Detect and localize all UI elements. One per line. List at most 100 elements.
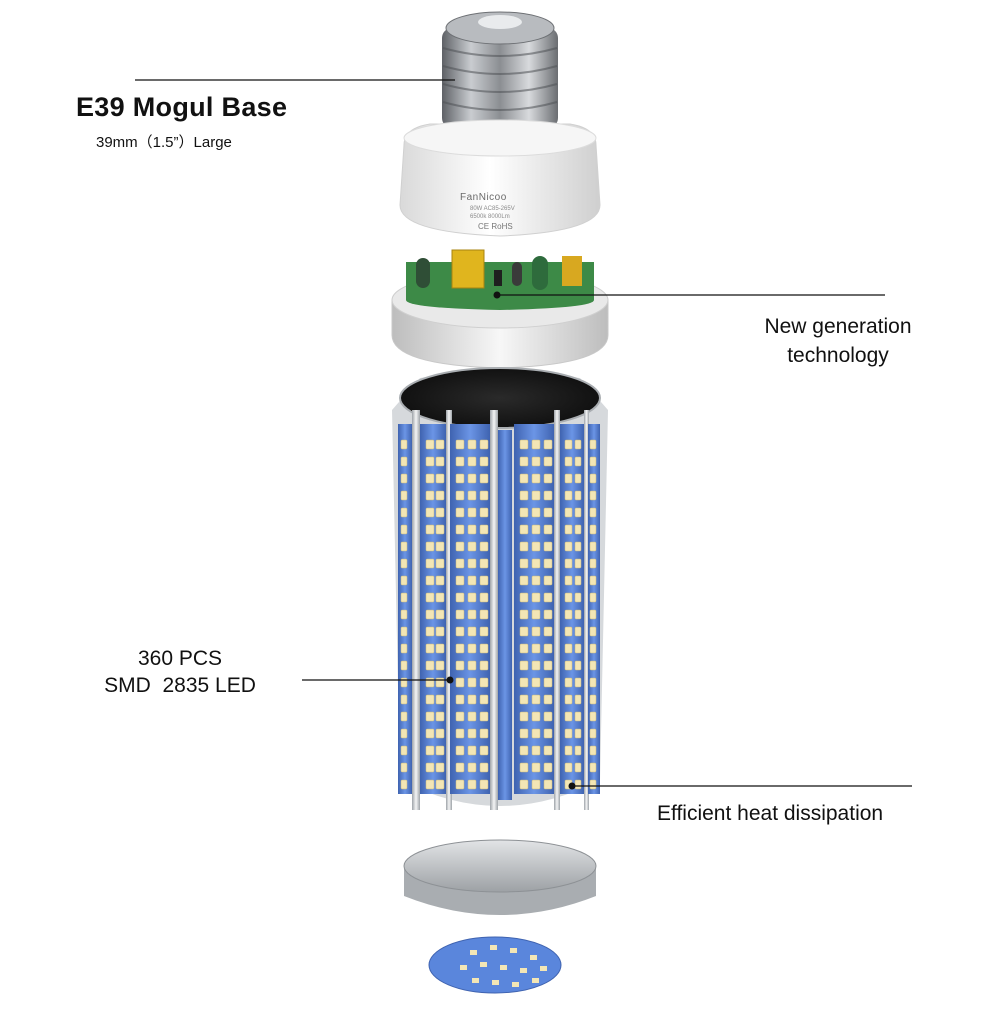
- led-callout-line-2: SMD 2835 LED: [104, 674, 256, 697]
- led-chip: [467, 507, 477, 518]
- round-led-chip: [480, 962, 487, 967]
- screw-base: [442, 11, 558, 128]
- led-chip: [435, 507, 445, 518]
- led-chip: [479, 643, 489, 654]
- led-chip: [425, 490, 435, 501]
- led-chip: [467, 439, 477, 450]
- base-housing: [399, 119, 601, 237]
- led-chip: [425, 473, 435, 484]
- led-chip: [589, 575, 597, 586]
- led-chip: [543, 728, 553, 739]
- led-chip: [574, 592, 582, 603]
- led-chip: [543, 745, 553, 756]
- led-chip: [400, 643, 408, 654]
- led-chip: [543, 592, 553, 603]
- heatsink-fin: [490, 410, 498, 810]
- led-chip: [479, 439, 489, 450]
- led-chip: [455, 609, 465, 620]
- led-chip: [435, 694, 445, 705]
- led-chip: [519, 711, 529, 722]
- led-chip: [543, 490, 553, 501]
- led-chip: [589, 745, 597, 756]
- led-chip: [531, 575, 541, 586]
- led-chip: [400, 507, 408, 518]
- led-chip: [425, 558, 435, 569]
- led-chip: [467, 524, 477, 535]
- led-chip: [519, 541, 529, 552]
- led-chip: [455, 575, 465, 586]
- led-chip: [543, 609, 553, 620]
- led-chip: [435, 609, 445, 620]
- led-chip: [479, 456, 489, 467]
- led-chip: [467, 609, 477, 620]
- led-chip: [589, 592, 597, 603]
- led-chip: [400, 609, 408, 620]
- round-led-chip: [460, 965, 467, 970]
- led-chip: [435, 558, 445, 569]
- led-chip: [400, 558, 408, 569]
- led-chip: [455, 507, 465, 518]
- led-callout-line-1: 360 PCS: [137, 647, 223, 670]
- round-led-chip: [520, 968, 527, 973]
- led-chip: [455, 694, 465, 705]
- led-chip: [435, 626, 445, 637]
- led-chip: [543, 779, 553, 790]
- led-chip: [531, 541, 541, 552]
- led-chip: [519, 677, 529, 688]
- led-chip: [564, 643, 573, 654]
- base-subtitle: 39mm（1.5”）Large: [96, 134, 232, 151]
- led-chip: [531, 660, 541, 671]
- round-led-chip: [500, 965, 507, 970]
- led-chip: [543, 439, 553, 450]
- led-chip: [589, 677, 597, 688]
- led-chip: [425, 575, 435, 586]
- led-chip: [519, 439, 529, 450]
- led-chip: [467, 456, 477, 467]
- led-chip: [519, 694, 529, 705]
- led-chip: [435, 711, 445, 722]
- led-chip: [479, 507, 489, 518]
- led-chip: [467, 490, 477, 501]
- driver-callout-line-2: technology: [787, 344, 889, 367]
- led-chip: [574, 779, 582, 790]
- led-chip: [425, 456, 435, 467]
- led-chip: [400, 779, 408, 790]
- led-chip: [467, 728, 477, 739]
- led-chip: [564, 592, 573, 603]
- led-chip: [400, 728, 408, 739]
- led-chip: [574, 524, 582, 535]
- led-chip: [435, 660, 445, 671]
- led-chip: [564, 728, 573, 739]
- led-chip: [435, 490, 445, 501]
- led-chip: [531, 507, 541, 518]
- led-chip: [589, 779, 597, 790]
- led-chip: [455, 711, 465, 722]
- round-led-chip: [530, 955, 537, 960]
- led-chip: [564, 575, 573, 586]
- round-board-chips: [460, 945, 547, 987]
- led-chip: [564, 524, 573, 535]
- led-chip: [574, 694, 582, 705]
- product-cert-mark: CE RoHS: [478, 222, 513, 231]
- led-chip: [589, 626, 597, 637]
- led-chip: [479, 660, 489, 671]
- led-chip: [435, 439, 445, 450]
- led-chip: [531, 626, 541, 637]
- led-chip: [435, 592, 445, 603]
- led-chip: [400, 762, 408, 773]
- led-chip: [519, 524, 529, 535]
- led-chip: [455, 524, 465, 535]
- led-chip: [589, 490, 597, 501]
- heatsink-fin: [412, 410, 420, 810]
- led-chip: [589, 473, 597, 484]
- led-chip: [479, 728, 489, 739]
- led-chip: [400, 473, 408, 484]
- led-chip: [574, 609, 582, 620]
- led-chip: [564, 439, 573, 450]
- led-chip: [455, 439, 465, 450]
- led-chip: [519, 473, 529, 484]
- led-chip: [435, 524, 445, 535]
- led-chip: [455, 762, 465, 773]
- led-chip: [425, 541, 435, 552]
